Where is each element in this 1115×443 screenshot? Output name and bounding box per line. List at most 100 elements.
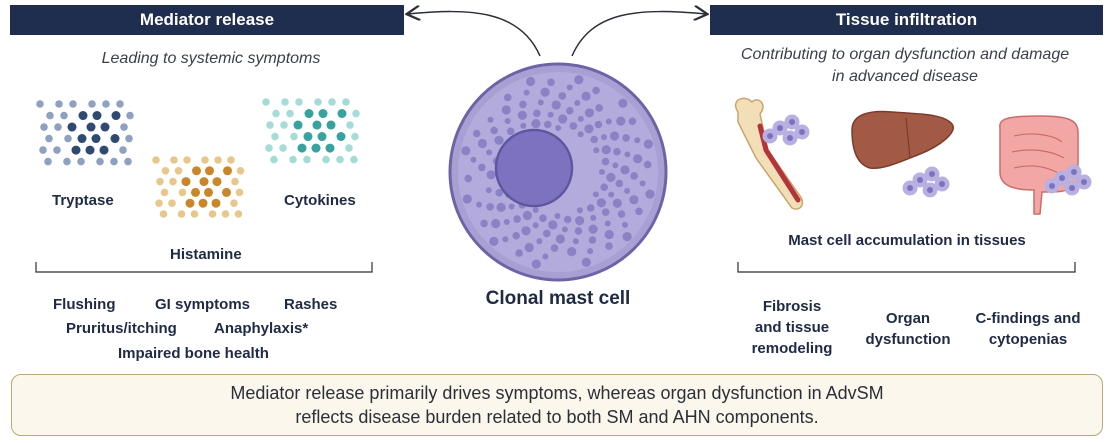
symptom-rashes: Rashes: [284, 296, 338, 313]
cell-granule: [612, 198, 622, 208]
symptom-anaphylaxis: Anaphylaxis*: [214, 320, 309, 337]
cell-granule: [506, 127, 515, 136]
cytokine-granule: [272, 109, 280, 118]
cell-granule: [594, 120, 603, 129]
finding-cfind-line1: C-findings and: [975, 310, 1081, 327]
cell-granule: [588, 236, 597, 244]
summary-box: Mediator release primarily drives sympto…: [11, 374, 1103, 436]
cell-granule: [624, 187, 631, 194]
tryptase-granule: [40, 123, 48, 131]
cytokine-granule: [262, 98, 270, 106]
cell-granule: [590, 135, 598, 144]
cell-granule: [561, 226, 568, 233]
histamine-granule: [208, 210, 217, 218]
tryptase-granule: [91, 134, 101, 144]
bone-mast-cell: [799, 129, 805, 135]
cytokine-granule: [303, 132, 313, 142]
histamine-label: Histamine: [170, 246, 242, 263]
cell-granule: [548, 220, 558, 230]
bone-mast-cell: [787, 135, 793, 141]
cytokine-granule: [351, 132, 359, 141]
cell-granule: [595, 104, 603, 112]
cell-granule: [620, 165, 630, 175]
tryptase-granule: [64, 134, 72, 143]
finding-fibrosis-line1: Fibrosis: [762, 298, 822, 315]
cell-granule: [504, 118, 511, 124]
cell-granule: [480, 219, 488, 228]
summary-line1: Mediator release primarily drives sympto…: [230, 383, 884, 403]
tryptase-granule: [124, 157, 132, 166]
cytokine-granule: [271, 132, 279, 141]
cell-granule: [618, 98, 628, 108]
bone-mast-cell: [777, 125, 783, 131]
cell-granule: [567, 247, 577, 257]
cell-granule: [622, 134, 630, 142]
cell-granule: [522, 210, 533, 221]
accumulation-label: Mast cell accumulation in tissues: [788, 232, 1026, 249]
cell-granule: [531, 259, 541, 269]
histamine-granule: [236, 167, 245, 175]
tryptase-granule: [126, 111, 134, 120]
cell-granule: [489, 236, 499, 246]
cell-granule: [569, 122, 578, 130]
cell-granule: [633, 154, 643, 164]
tryptase-granule: [36, 100, 44, 108]
tryptase-granule: [71, 145, 81, 155]
cell-granule: [601, 134, 607, 141]
cell-granule: [486, 170, 496, 180]
cell-granule: [543, 229, 551, 238]
cell-granule: [547, 111, 554, 118]
cell-granule: [576, 207, 583, 214]
tryptase-granule: [120, 123, 128, 131]
cell-granule: [477, 138, 487, 149]
cell-granule: [537, 99, 544, 106]
tryptase-granule: [63, 157, 71, 166]
cell-granule: [628, 117, 637, 126]
symptom-gi: GI symptoms: [155, 296, 251, 313]
cell-granule: [540, 87, 550, 97]
tryptase-granule: [111, 111, 121, 121]
cell-granule: [496, 202, 506, 212]
findings-bracket: [737, 262, 1076, 273]
tryptase-granule: [110, 134, 120, 144]
cell-granule: [539, 214, 547, 222]
tissue-subtitle-line2: in advanced disease: [832, 68, 978, 85]
gut-mast-cell: [1069, 185, 1075, 191]
tryptase-granule: [116, 100, 124, 108]
cell-granule: [592, 86, 600, 95]
cytokine-granule: [352, 109, 360, 118]
cell-granule: [524, 242, 534, 253]
cell-granule: [554, 213, 561, 219]
cell-granule: [520, 122, 527, 129]
tryptase-granule: [69, 100, 77, 108]
cell-granule: [555, 125, 562, 131]
cytokines-label: Cytokines: [284, 192, 356, 209]
arrow-to-tissue-infiltration: [571, 12, 706, 57]
tryptase-granule: [60, 111, 68, 120]
cytokine-granule: [326, 120, 336, 130]
histamine-granule: [205, 166, 214, 176]
cell-granule: [491, 218, 501, 229]
histamine-granule: [204, 187, 213, 197]
cell-granule: [590, 214, 597, 221]
cytokine-granule: [325, 143, 335, 153]
tryptase-label: Tryptase: [52, 192, 114, 209]
cell-granule: [574, 227, 583, 235]
liver-mast-cell: [907, 185, 913, 191]
histamine-granule: [168, 199, 176, 207]
cell-granule: [558, 114, 568, 124]
cytokine-granule: [342, 98, 350, 106]
cell-granule: [593, 147, 600, 154]
gut-mast-cell: [1071, 169, 1077, 175]
cell-granule: [503, 93, 512, 102]
tryptase-granule: [77, 157, 85, 166]
cytokine-dots: [262, 98, 360, 164]
histamine-granule: [177, 210, 186, 218]
finding-cfind-line2: cytopenias: [988, 331, 1068, 348]
tryptase-granule: [54, 123, 62, 131]
cytokine-granule: [270, 155, 278, 164]
cell-granule: [519, 100, 527, 109]
cell-granule: [536, 238, 543, 245]
cell-granule: [635, 207, 643, 216]
cytokine-granule: [280, 121, 288, 129]
